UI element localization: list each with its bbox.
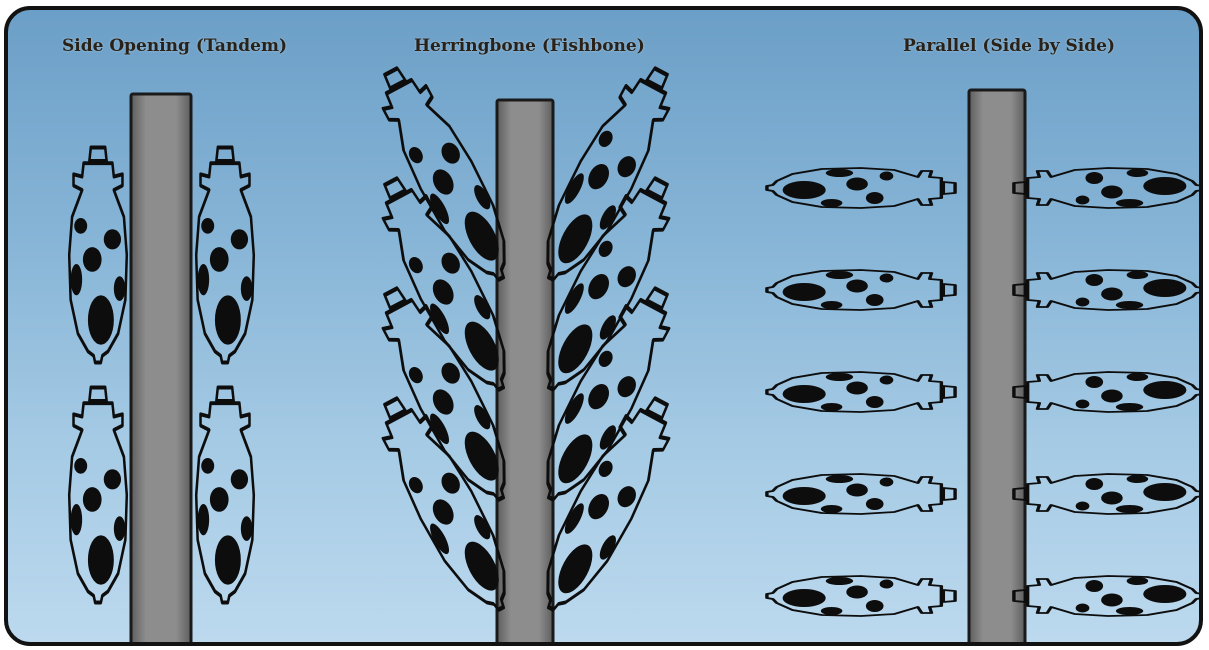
tandem-cow-right xyxy=(196,147,254,362)
parallel-cow-left xyxy=(767,372,955,412)
parallel-pit xyxy=(969,90,1025,642)
parallel-cow-right xyxy=(1014,168,1199,208)
tandem-pit xyxy=(131,94,191,642)
tandem-cow-left xyxy=(69,147,127,362)
tandem-cow-left xyxy=(69,387,127,602)
parlor-layouts xyxy=(8,10,1199,642)
parallel-cow-right xyxy=(1014,270,1199,310)
parallel-cow-left xyxy=(767,270,955,310)
parallel-cow-left xyxy=(767,576,955,616)
parallel-cow-right xyxy=(1014,474,1199,514)
tandem-cow-right xyxy=(196,387,254,602)
milking-parlor-diagram: Side Opening (Tandem) Herringbone (Fishb… xyxy=(4,6,1203,646)
parallel-cow-right xyxy=(1014,372,1199,412)
parallel-cow-left xyxy=(767,474,955,514)
parallel-cow-left xyxy=(767,168,955,208)
parallel-cow-right xyxy=(1014,576,1199,616)
